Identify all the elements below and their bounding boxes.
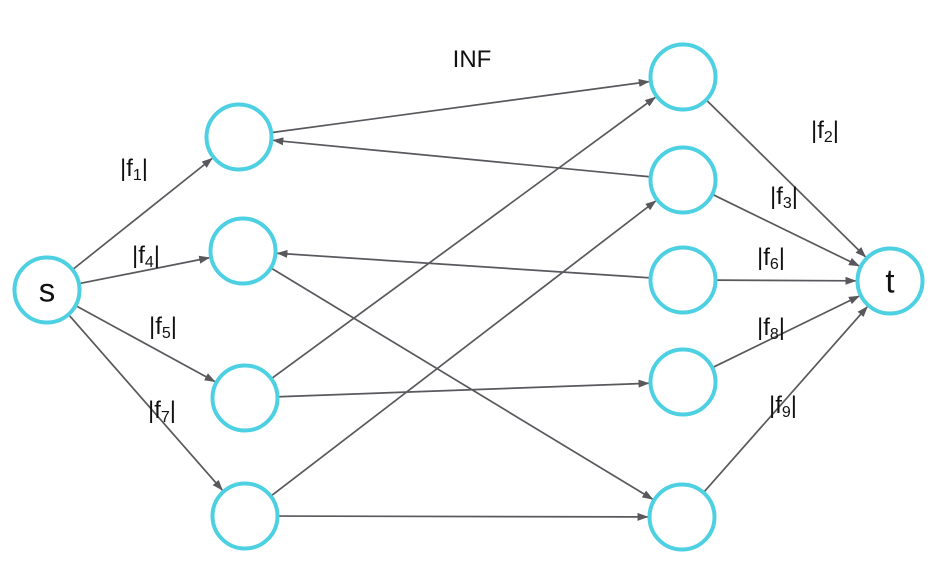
- edge-label-f5: |f5|: [149, 313, 177, 342]
- edge-label-f3: |f3|: [770, 183, 798, 212]
- node-R1: [648, 42, 718, 112]
- node-label-s: s: [39, 272, 56, 309]
- edge-L4-to-R5: [278, 512, 649, 521]
- node-L4: [210, 481, 280, 551]
- node-L2: [208, 216, 278, 286]
- edge-R4-to-t: [712, 295, 860, 369]
- node-s: [12, 255, 82, 325]
- edge-s-to-L3: [76, 305, 216, 383]
- edge-label-f1: |f1|: [120, 155, 148, 184]
- node-R5: [647, 482, 717, 552]
- edge-R3-to-t: [716, 276, 857, 285]
- node-R2: [648, 145, 718, 215]
- edge-label-f6: |f6|: [757, 244, 785, 273]
- node-t: [855, 246, 925, 316]
- edge-label-f2: |f2|: [811, 117, 839, 146]
- node-L3: [210, 363, 280, 433]
- edge-R3-to-L2: [276, 249, 650, 279]
- edge-label-f4: |f4|: [132, 242, 160, 271]
- edge-label-f9: |f9|: [769, 392, 797, 421]
- edge-L4-to-R2: [271, 200, 657, 497]
- edge-R5-to-t: [703, 306, 868, 493]
- edge-L1-to-R1: [272, 78, 650, 134]
- edge-L3-to-R4: [278, 379, 650, 398]
- edge-L3-to-R1: [271, 96, 656, 379]
- edge-label-f8: |f8|: [757, 314, 785, 343]
- edge-s-to-L1: [72, 157, 213, 270]
- edge-R1-to-t: [706, 99, 867, 258]
- node-label-t: t: [885, 263, 894, 300]
- edge-L2-to-R5: [271, 267, 654, 500]
- node-R3: [648, 245, 718, 315]
- edge-s-to-L4: [68, 314, 223, 491]
- edge-label-f7: |f7|: [148, 397, 176, 426]
- edge-s-to-L2: [79, 255, 211, 285]
- edge-R2-to-L1: [272, 137, 650, 178]
- edge-label-inf: INF: [453, 46, 492, 73]
- node-R4: [648, 347, 718, 417]
- edge-R2-to-t: [712, 193, 860, 267]
- node-L1: [204, 102, 274, 172]
